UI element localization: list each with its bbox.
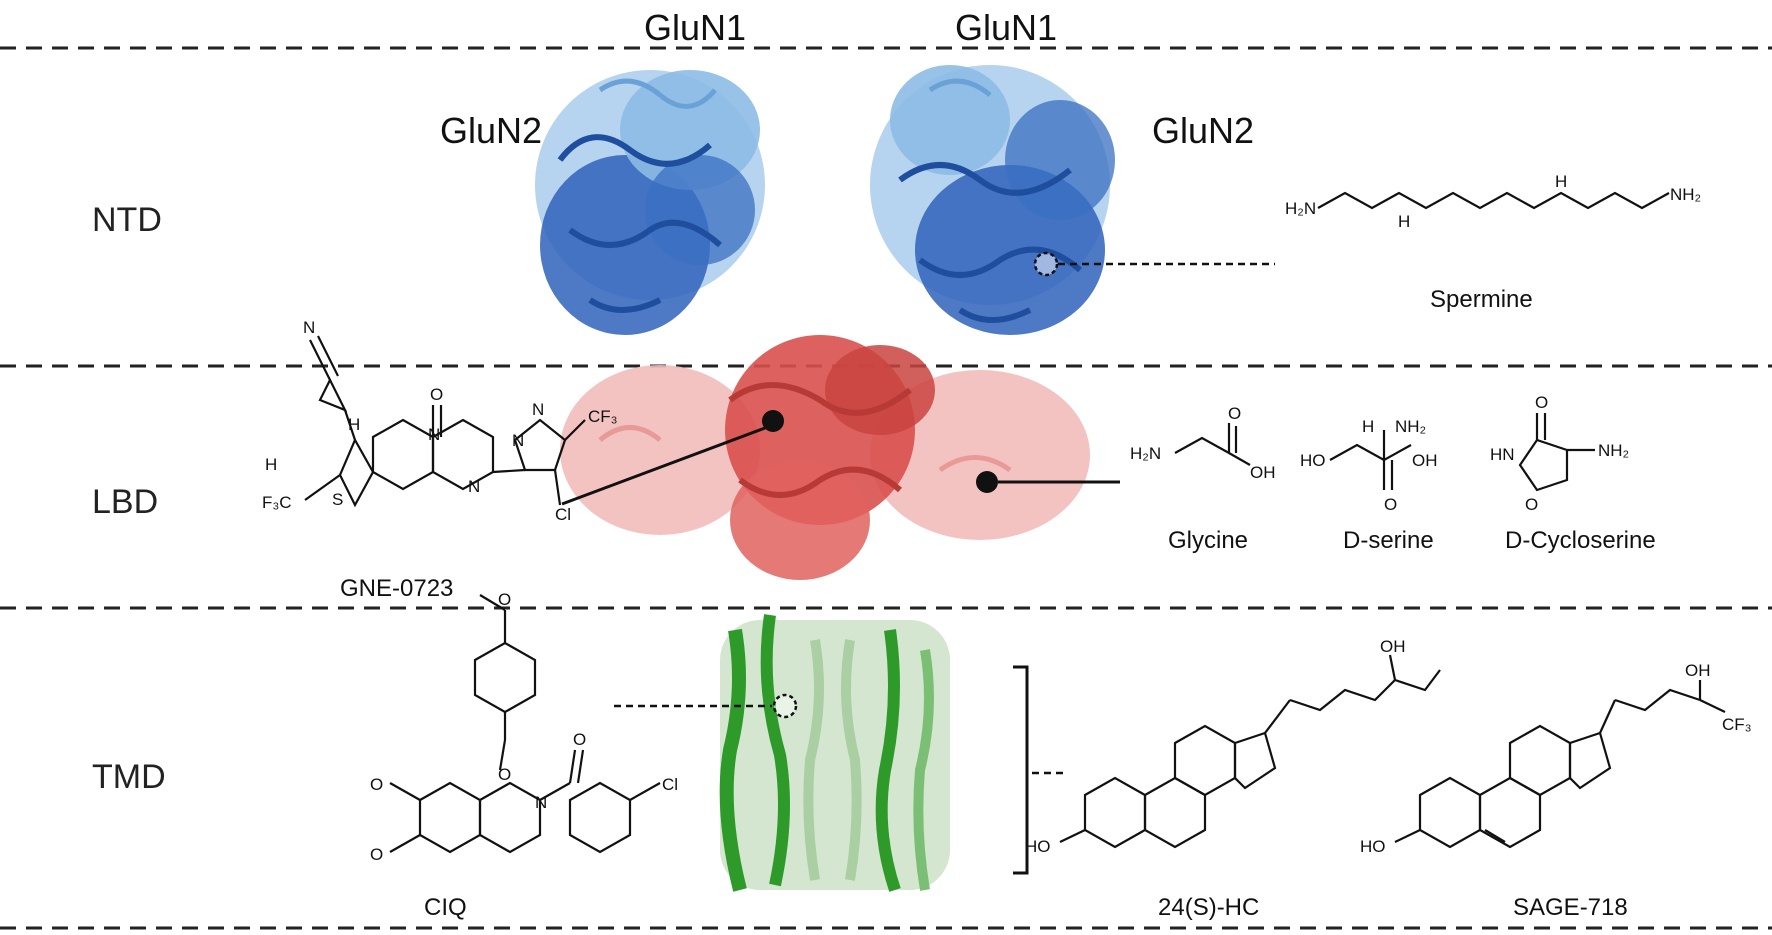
svg-text:CF₃: CF₃ — [1722, 715, 1752, 734]
subunit-label-glun1-left: GluN1 — [644, 7, 747, 48]
svg-text:OH: OH — [1250, 463, 1276, 482]
svg-text:H: H — [1398, 212, 1410, 231]
tmd-bracket — [1013, 665, 1029, 875]
svg-text:OH: OH — [1412, 451, 1438, 470]
compound-label-sage-718: SAGE-718 — [1513, 894, 1628, 921]
gne-pointer — [561, 426, 766, 506]
svg-text:NH₂: NH₂ — [1670, 185, 1701, 204]
region-label-ntd: NTD — [92, 201, 162, 239]
svg-text:H: H — [348, 415, 360, 434]
subunit-label-glun2-right: GluN2 — [1152, 110, 1255, 151]
ntd-right-lobe — [870, 65, 1115, 335]
svg-text:O: O — [498, 765, 511, 784]
svg-text:H: H — [1362, 417, 1374, 436]
glycine-skeleton — [1174, 423, 1231, 455]
hc24-skeleton — [1059, 654, 1441, 849]
region-label-tmd: TMD — [92, 758, 166, 796]
subunit-label-glun2-left: GluN2 — [440, 110, 543, 151]
dserine-skeleton — [1329, 443, 1412, 462]
ntd-left-lobe — [535, 70, 765, 335]
svg-text:N: N — [535, 793, 547, 812]
spermine-site-marker — [1033, 251, 1059, 277]
svg-text:O: O — [498, 590, 511, 609]
svg-text:O: O — [1384, 495, 1397, 514]
compound-label-glycine: Glycine — [1168, 527, 1249, 554]
svg-text:N: N — [512, 431, 524, 450]
binding-pointers — [561, 251, 1275, 875]
svg-text:CF₃: CF₃ — [588, 407, 618, 426]
svg-text:HO: HO — [1360, 837, 1386, 856]
svg-text:HO: HO — [1300, 451, 1326, 470]
svg-text:H₂N: H₂N — [1130, 444, 1161, 463]
svg-text:N: N — [468, 477, 480, 496]
glycine-site-marker — [976, 471, 998, 493]
gne-site-marker — [762, 410, 784, 432]
svg-text:O: O — [1535, 393, 1548, 412]
lbd-domain — [560, 335, 1090, 580]
tmd-domain — [719, 614, 950, 892]
svg-text:O: O — [573, 730, 586, 749]
svg-text:OH: OH — [1380, 637, 1406, 656]
svg-text:O: O — [1525, 495, 1538, 514]
protein-structure — [535, 65, 1115, 892]
svg-text:O: O — [370, 775, 383, 794]
svg-text:S: S — [332, 490, 343, 509]
svg-text:N: N — [303, 318, 315, 337]
spermine-skeleton — [1317, 191, 1670, 210]
atom-labels: H₂N H H NH₂ H₂N O OH HO H NH₂ OH O O HN … — [262, 172, 1752, 864]
svg-text:H: H — [1555, 172, 1567, 191]
svg-text:Cl: Cl — [662, 775, 678, 794]
dcycloserine-ring — [1518, 438, 1569, 492]
compound-label-spermine: Spermine — [1430, 286, 1533, 313]
svg-text:H: H — [265, 455, 277, 474]
svg-text:NH₂: NH₂ — [1598, 441, 1629, 460]
svg-text:N: N — [532, 400, 544, 419]
svg-text:Cl: Cl — [555, 505, 571, 524]
svg-text:O: O — [430, 385, 443, 404]
svg-text:HO: HO — [1025, 837, 1051, 856]
compound-label-d-cycloserine: D-Cycloserine — [1505, 527, 1656, 554]
chemical-structures — [304, 191, 1726, 854]
compound-label-d-serine: D-serine — [1343, 527, 1434, 554]
svg-text:NH₂: NH₂ — [1395, 417, 1426, 436]
subunit-label-glun1-right: GluN1 — [955, 7, 1058, 48]
region-label-lbd: LBD — [92, 483, 159, 521]
svg-text:HN: HN — [1490, 445, 1515, 464]
compound-label-ciq: CIQ — [424, 894, 467, 921]
svg-text:OH: OH — [1685, 661, 1711, 680]
svg-text:O: O — [1228, 404, 1241, 423]
sage-skeleton — [1394, 680, 1726, 849]
gne-skeleton — [304, 335, 586, 508]
svg-text:H₂N: H₂N — [1285, 199, 1316, 218]
svg-text:F₃C: F₃C — [262, 493, 292, 512]
compound-label-gne-0723: GNE-0723 — [340, 575, 454, 602]
ciq-site-marker — [772, 693, 798, 719]
compound-label-24s-hc: 24(S)-HC — [1158, 894, 1260, 921]
svg-text:N: N — [428, 425, 440, 444]
ciq-skeleton — [389, 594, 661, 854]
svg-text:O: O — [370, 845, 383, 864]
